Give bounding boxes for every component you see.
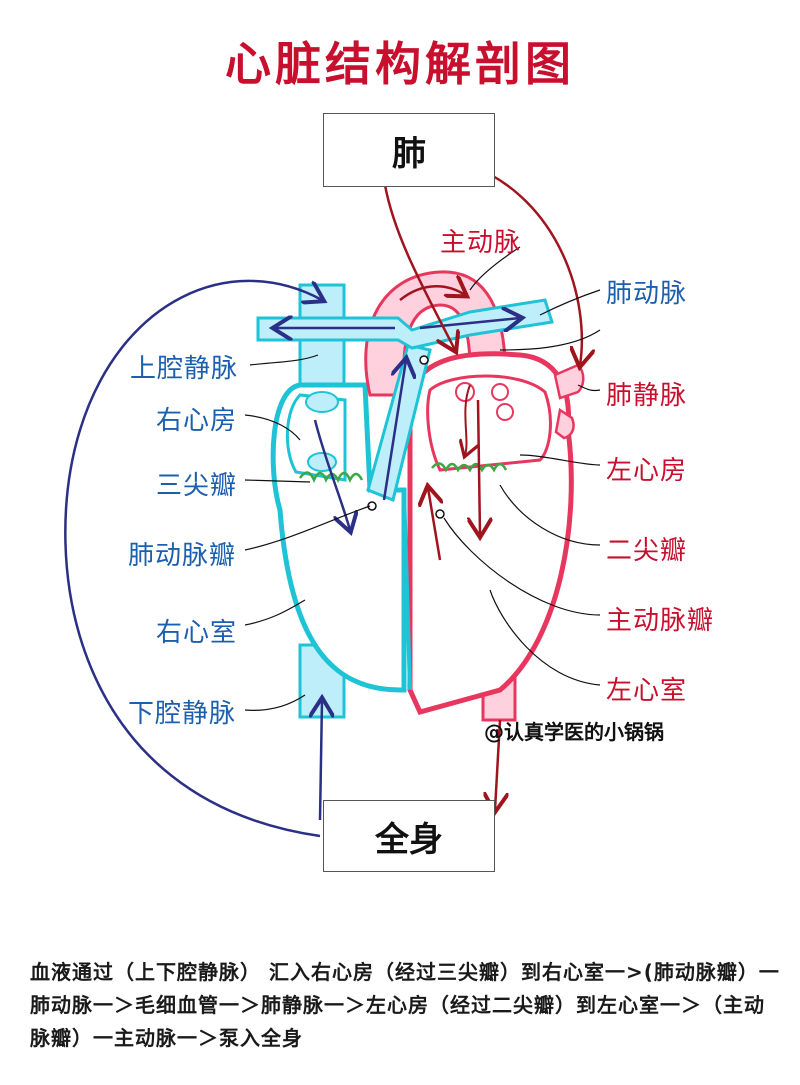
pulmonary-vein-opening [455,382,475,402]
la-to-lv-arrow [478,399,480,535]
svc-opening [305,391,339,413]
ivc-up-arrow [320,700,322,821]
right-leader-lines [443,246,601,686]
label-superior-vena-cava: 上腔静脉 [130,354,239,384]
arch-valve-marker [419,355,429,365]
ra-to-rv-arrow [313,419,350,530]
pa-right-arrow [419,318,520,328]
label-pulmonary-artery: 肺动脉 [606,279,688,309]
aortic-arch-arrow [399,286,465,301]
watermark: @认真学医的小锅锅 [484,720,664,744]
label-pulmonary-vein: 肺静脉 [606,381,688,411]
aorta-to-body-arrow [495,719,500,810]
ivc-opening [307,452,337,472]
pulmonary-vein-shape [553,363,585,400]
left-atrium-inner [426,374,552,472]
flow-description: 血液通过（上下腔静脉） 汇入右心房（经过三尖瓣）到右心室一>(肺动脉瓣）一肺动脉… [30,960,780,1050]
rv-to-pa-arrow [382,360,406,501]
pulmonary-vein-opening [491,383,509,401]
left-leader-lines [244,354,371,711]
label-right-ventricle: 右心室 [156,618,238,648]
label-inferior-vena-cava: 下腔静脉 [128,699,237,729]
la-curl-arrow [465,384,470,455]
label-pulmonary-valve: 肺动脉瓣 [128,541,237,571]
left-heart-outline [407,351,574,715]
mitral-valve-shape [431,462,508,473]
right-atrium-inner [285,393,347,482]
pulmonary-vein-opening [496,403,514,421]
label-mitral-valve: 二尖瓣 [606,536,688,566]
pulmonary-vein-lower-shape [554,407,575,440]
body-box: 全身 [323,800,495,872]
label-right-atrium: 右心房 [156,406,238,436]
lung-box: 肺 [323,113,495,187]
lv-to-aorta-arrow [428,488,440,561]
label-aortic-valve: 主动脉瓣 [606,606,715,636]
aortic-valve-marker [435,509,445,519]
label-tricuspid-valve: 三尖瓣 [156,471,238,501]
pulmonary-artery-branches [256,298,554,350]
systemic-return-arrow [64,279,322,838]
label-aorta: 主动脉 [440,228,522,258]
septum-line [402,489,412,691]
lung-down-arrow [383,184,455,350]
page-title: 心脏结构解剖图 [225,37,575,91]
label-left-ventricle: 左心室 [606,676,688,706]
pulmonary-valve-marker [367,501,377,511]
label-left-atrium: 左心房 [606,456,688,486]
